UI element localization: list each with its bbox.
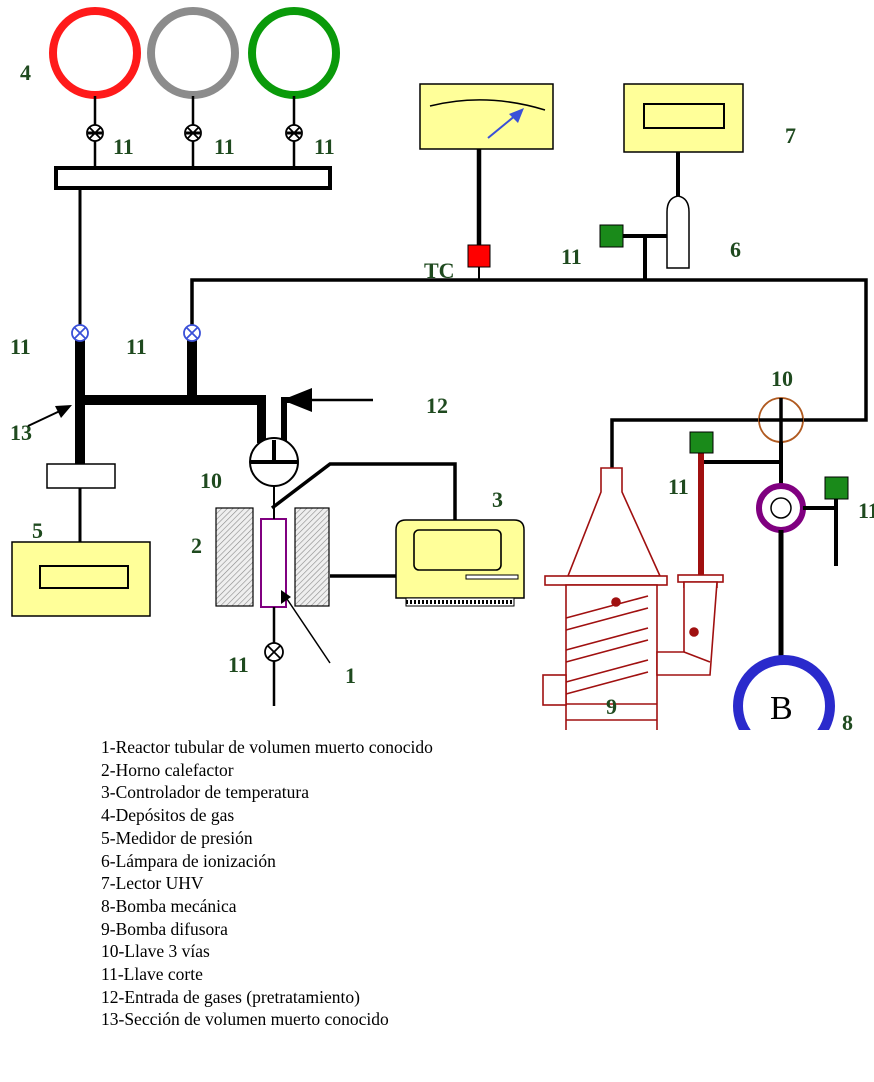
legend-item: 11-Llave corte [101,964,203,985]
cutoff-valve-icon[interactable] [184,124,202,142]
label-valve: 11 [113,134,134,159]
dead-volume-thick-line [187,340,197,400]
isolation-valve-icon[interactable] [756,483,806,533]
mechanical-pump [733,655,835,730]
cutoff-valve-icon[interactable] [264,642,284,662]
meter-scale [429,99,546,111]
cutoff-valve-icon[interactable] [285,124,303,142]
gas-deposit-gray [147,7,239,99]
arrow-head-icon [509,108,524,123]
label-controller: 3 [492,487,503,512]
label-valve: 11 [126,334,147,359]
diffusion-pump [542,467,724,730]
legend-item: 9-Bomba difusora [101,918,228,939]
blue-valve-icon[interactable] [71,324,89,342]
uhv-reader [623,83,744,153]
green-valve-icon[interactable] [599,224,624,248]
label-thermocouple: TC [424,258,455,283]
label-valve: 11 [314,134,335,159]
label-valve: 11 [10,334,31,359]
legend-item: 5-Medidor de presión [101,827,253,848]
arrow-head-icon [281,590,291,604]
arrow-head-icon [282,388,312,412]
legend-item: 3-Controlador de temperatura [101,782,309,803]
legend-list: 1-Reactor tubular de volumen muerto cono… [101,736,433,1031]
main-vacuum-line [190,278,868,468]
reactor-pointer-line [284,595,331,664]
vacuum-line-diagram: 4 11 11 11 11 11 13 12 [10,7,874,730]
label-pressure-gauge: 5 [32,518,43,543]
thermocouple-meter [419,83,554,150]
label-diffusion-pump: 9 [606,694,617,719]
green-valve-icon[interactable] [824,476,849,500]
legend-item: 8-Bomba mecánica [101,895,237,916]
label-dead-volume: 13 [10,420,32,445]
gas-inlet-line [281,397,300,443]
pump-letter: B [770,690,793,727]
legend-item: 10-Llave 3 vías [101,941,210,962]
legend-item: 7-Lector UHV [101,873,204,894]
legend-item: 12-Entrada de gases (pretratamiento) [101,986,360,1007]
three-way-valve-icon[interactable] [758,397,804,443]
label-valve: 11 [858,498,874,523]
gas-manifold [54,166,332,190]
legend-item: 2-Horno calefactor [101,759,234,780]
legend-item: 13-Sección de volumen muerto conocido [101,1009,389,1030]
uhv-reader-display [643,103,725,129]
legend-item: 6-Lámpara de ionización [101,850,276,871]
label-valve: 11 [668,474,689,499]
cutoff-valve-icon[interactable] [86,124,104,142]
label-three-way-valve: 10 [771,366,793,391]
ionization-lamp [666,195,690,269]
dead-volume-section [257,395,266,443]
label-gas-deposits: 4 [20,60,31,85]
furnace-left [215,507,254,607]
thermocouple-wire [270,462,457,520]
label-three-way-valve: 10 [200,468,222,493]
gas-deposit-red [49,7,141,99]
label-valve: 11 [228,652,249,677]
furnace-right [294,507,330,607]
label-furnace: 2 [191,533,202,558]
pressure-gauge-display [39,565,129,589]
label-reactor: 1 [345,663,356,688]
label-valve: 11 [214,134,235,159]
temperature-controller [395,519,525,607]
gas-deposit-green [248,7,340,99]
label-valve: 11 [561,244,582,269]
pressure-gauge-connector [46,463,116,489]
pressure-gauge [11,541,151,617]
label-ionization-lamp: 6 [730,237,741,262]
label-uhv-reader: 7 [785,123,796,148]
arrow-line [27,409,63,427]
three-way-valve-icon[interactable] [249,437,299,487]
green-valve-icon[interactable] [689,431,714,454]
blue-valve-icon[interactable] [183,324,201,342]
label-mechanical-pump: 8 [842,710,853,730]
thermocouple-sensor [467,244,491,268]
arrow-head-icon [55,405,72,418]
label-gas-inlet: 12 [426,393,448,418]
legend-item: 1-Reactor tubular de volumen muerto cono… [101,737,433,757]
legend-item: 4-Depósitos de gas [101,805,235,826]
dead-volume-section [75,395,265,405]
meter-needle-icon [487,114,517,139]
